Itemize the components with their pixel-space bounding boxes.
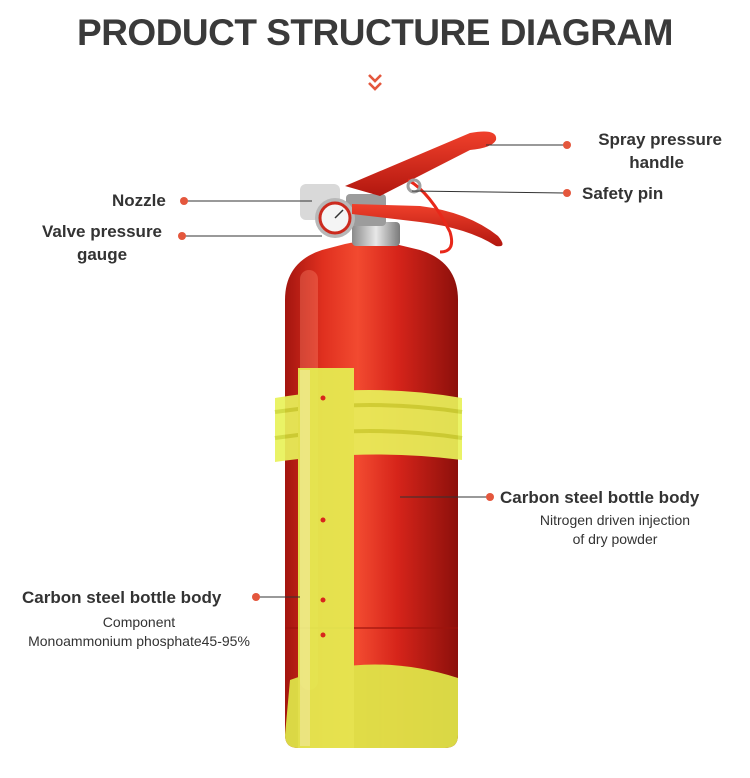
label-line: handle bbox=[629, 153, 684, 172]
label-line: gauge bbox=[76, 245, 128, 264]
marker-dot bbox=[486, 493, 494, 501]
marker-dot bbox=[563, 189, 571, 197]
gauge-label: Valve pressure gauge bbox=[30, 220, 174, 266]
safety-pin-ring bbox=[406, 178, 422, 194]
body-right-label: Carbon steel bottle body Nitrogen driven… bbox=[495, 486, 735, 547]
label-title: Carbon steel bottle body bbox=[22, 588, 222, 607]
double-chevron-down-icon bbox=[368, 74, 382, 91]
safety-pin-label: Safety pin bbox=[582, 184, 664, 203]
marker-dot bbox=[252, 593, 260, 601]
leader-lines bbox=[184, 144, 565, 598]
spray-handle-label: Spray pressure handle bbox=[572, 128, 722, 174]
label-title: Carbon steel bottle body bbox=[500, 488, 700, 507]
label-sub: Nitrogen driven injection bbox=[539, 512, 691, 528]
label-sub: Monoammonium phosphate45-95% bbox=[28, 633, 250, 649]
spray-handle bbox=[345, 131, 503, 254]
label-sub: Component bbox=[102, 614, 176, 630]
marker-dot bbox=[563, 141, 571, 149]
wall-bracket bbox=[274, 368, 463, 748]
leader-dots bbox=[178, 141, 571, 601]
body-left-label: Carbon steel bottle body Component Monoa… bbox=[14, 586, 264, 649]
marker-dot bbox=[180, 197, 188, 205]
page-title: PRODUCT STRUCTURE DIAGRAM bbox=[77, 12, 673, 53]
label-sub: of dry powder bbox=[572, 531, 658, 547]
label-line: Valve pressure bbox=[41, 222, 163, 241]
marker-dot bbox=[178, 232, 186, 240]
nozzle-label: Nozzle bbox=[112, 191, 166, 210]
label-line: Spray pressure bbox=[598, 130, 722, 149]
